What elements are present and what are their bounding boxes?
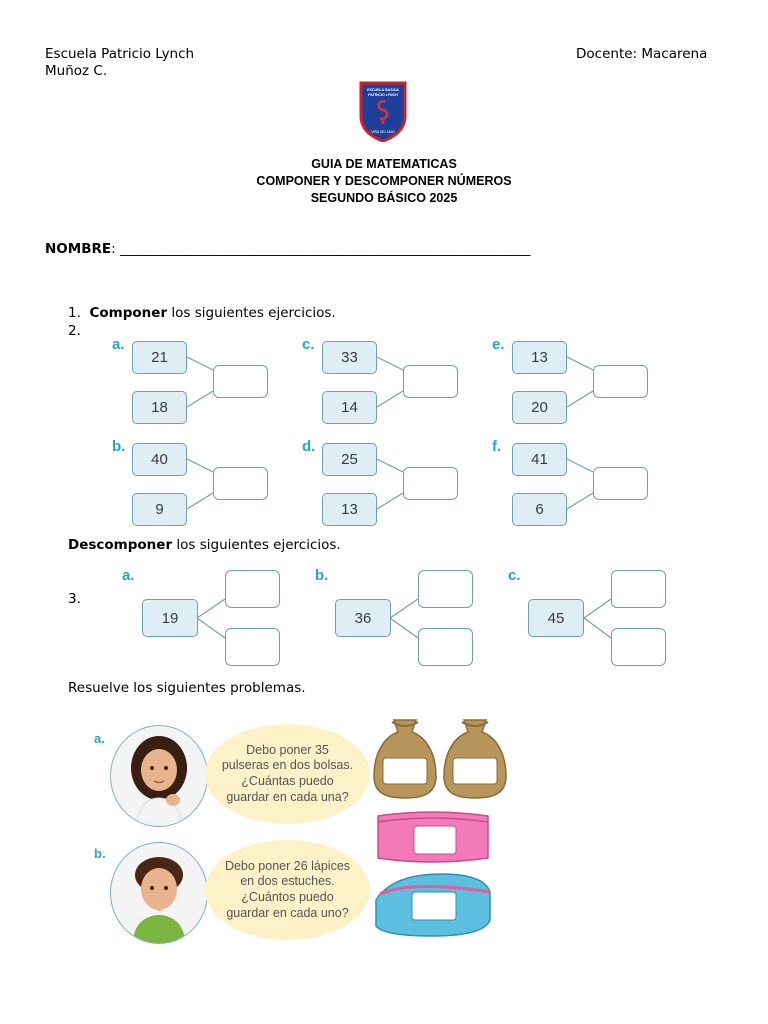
addend-bottom: 18 [132,391,187,424]
answer-box-bottom[interactable] [225,628,280,666]
problem-label: a. [94,731,105,746]
answer-box[interactable] [593,467,648,500]
answer-box[interactable] [213,365,268,398]
exercise-label: d. [302,438,316,455]
answer-box-bottom[interactable] [611,628,666,666]
title-line-3: SEGUNDO BÁSICO 2025 [310,191,458,205]
addend-top: 21 [132,341,187,374]
boy-icon [133,857,185,943]
answer-box[interactable] [593,365,648,398]
bubble-line: pulseras en dos bolsas. [221,758,354,773]
number-box: 19 [142,599,198,637]
speech-bubble: Debo poner 35 pulseras en dos bolsas. ¿C… [205,724,370,824]
answer-box-bottom[interactable] [418,628,473,666]
answer-box[interactable] [403,467,458,500]
exercise-label: c. [508,567,521,584]
item-number-3: 3. [68,591,81,607]
addend-top: 40 [132,443,187,476]
addend-bottom: 9 [132,493,187,526]
section-2-heading: Descomponer los siguientes ejercicios. [68,537,341,553]
answer-box-top[interactable] [225,570,280,608]
problem-label: b. [94,846,106,861]
speech-bubble: Debo poner 26 lápices en dos estuches. ¿… [205,840,370,940]
girl-avatar [110,725,208,827]
number-box: 36 [335,599,391,637]
burlap-bag-icon [443,719,507,799]
blue-pencil-case-icon [375,873,491,937]
boy-avatar [110,842,208,944]
bubble-line: ¿Cuántos puedo [241,890,334,904]
svg-text:VIÑA DEL MAR: VIÑA DEL MAR [371,129,395,134]
svg-text:ESCUELA BASICA: ESCUELA BASICA [367,88,399,92]
section-3-heading: Resuelve los siguientes problemas. [68,680,306,696]
teacher-name: Docente: Macarena [576,46,708,62]
number-box: 45 [528,599,584,637]
pink-pencil-case-icon [377,811,489,863]
answer-box[interactable] [213,467,268,500]
teacher-name-cont: Muñoz C. [45,63,108,79]
addend-bottom: 6 [512,493,567,526]
exercise-label: f. [492,438,502,455]
answer-box-top[interactable] [418,570,473,608]
exercise-label: b. [315,567,329,584]
exercise-label: b. [112,438,126,455]
addend-top: 33 [322,341,377,374]
exercise-label: a. [112,336,125,353]
name-field[interactable]: NOMBRE: ________________________________… [45,241,530,257]
item-number: 1. [68,305,81,321]
bubble-line: Debo poner 26 lápices [224,858,351,873]
name-colon: : [111,241,116,257]
addend-top: 25 [322,443,377,476]
addend-top: 41 [512,443,567,476]
school-name: Escuela Patricio Lynch [45,46,195,62]
bubble-line: en dos estuches. [240,874,335,889]
section-2-bold: Descomponer [68,537,173,553]
girl-icon [131,736,187,826]
section-1-bold: Componer [89,305,168,321]
bubble-line: Debo poner 35 [246,742,329,757]
exercise-label: e. [492,336,505,353]
exercise-label: c. [302,336,315,353]
name-label: NOMBRE [45,241,112,257]
addend-bottom: 20 [512,391,567,424]
section-1-text: los siguientes ejercicios. [167,305,336,321]
bubble-line: ¿Cuántas puedo [241,774,334,788]
addend-bottom: 13 [322,493,377,526]
answer-box[interactable] [403,365,458,398]
addend-bottom: 14 [322,391,377,424]
addend-top: 13 [512,341,567,374]
burlap-bag-icon [373,719,437,799]
school-logo: ESCUELA BASICA PATRICIO LYNCH VIÑA DEL M… [359,81,407,142]
exercise-label: a. [122,567,135,584]
name-line: ________________________________________… [119,241,530,257]
title-line-2: COMPONER Y DESCOMPONER NÚMEROS [256,174,512,188]
svg-text:PATRICIO LYNCH: PATRICIO LYNCH [368,93,398,97]
section-2-text: los siguientes ejercicios. [172,537,341,553]
bubble-line: guardar en cada uno? [226,905,349,920]
section-1-heading: 1. Componer los siguientes ejercicios. [68,305,336,321]
title-line-1: GUIA DE MATEMATICAS [311,157,457,171]
answer-box-top[interactable] [611,570,666,608]
item-number-2: 2. [68,323,81,339]
bubble-line: guardar en cada una? [226,789,349,804]
